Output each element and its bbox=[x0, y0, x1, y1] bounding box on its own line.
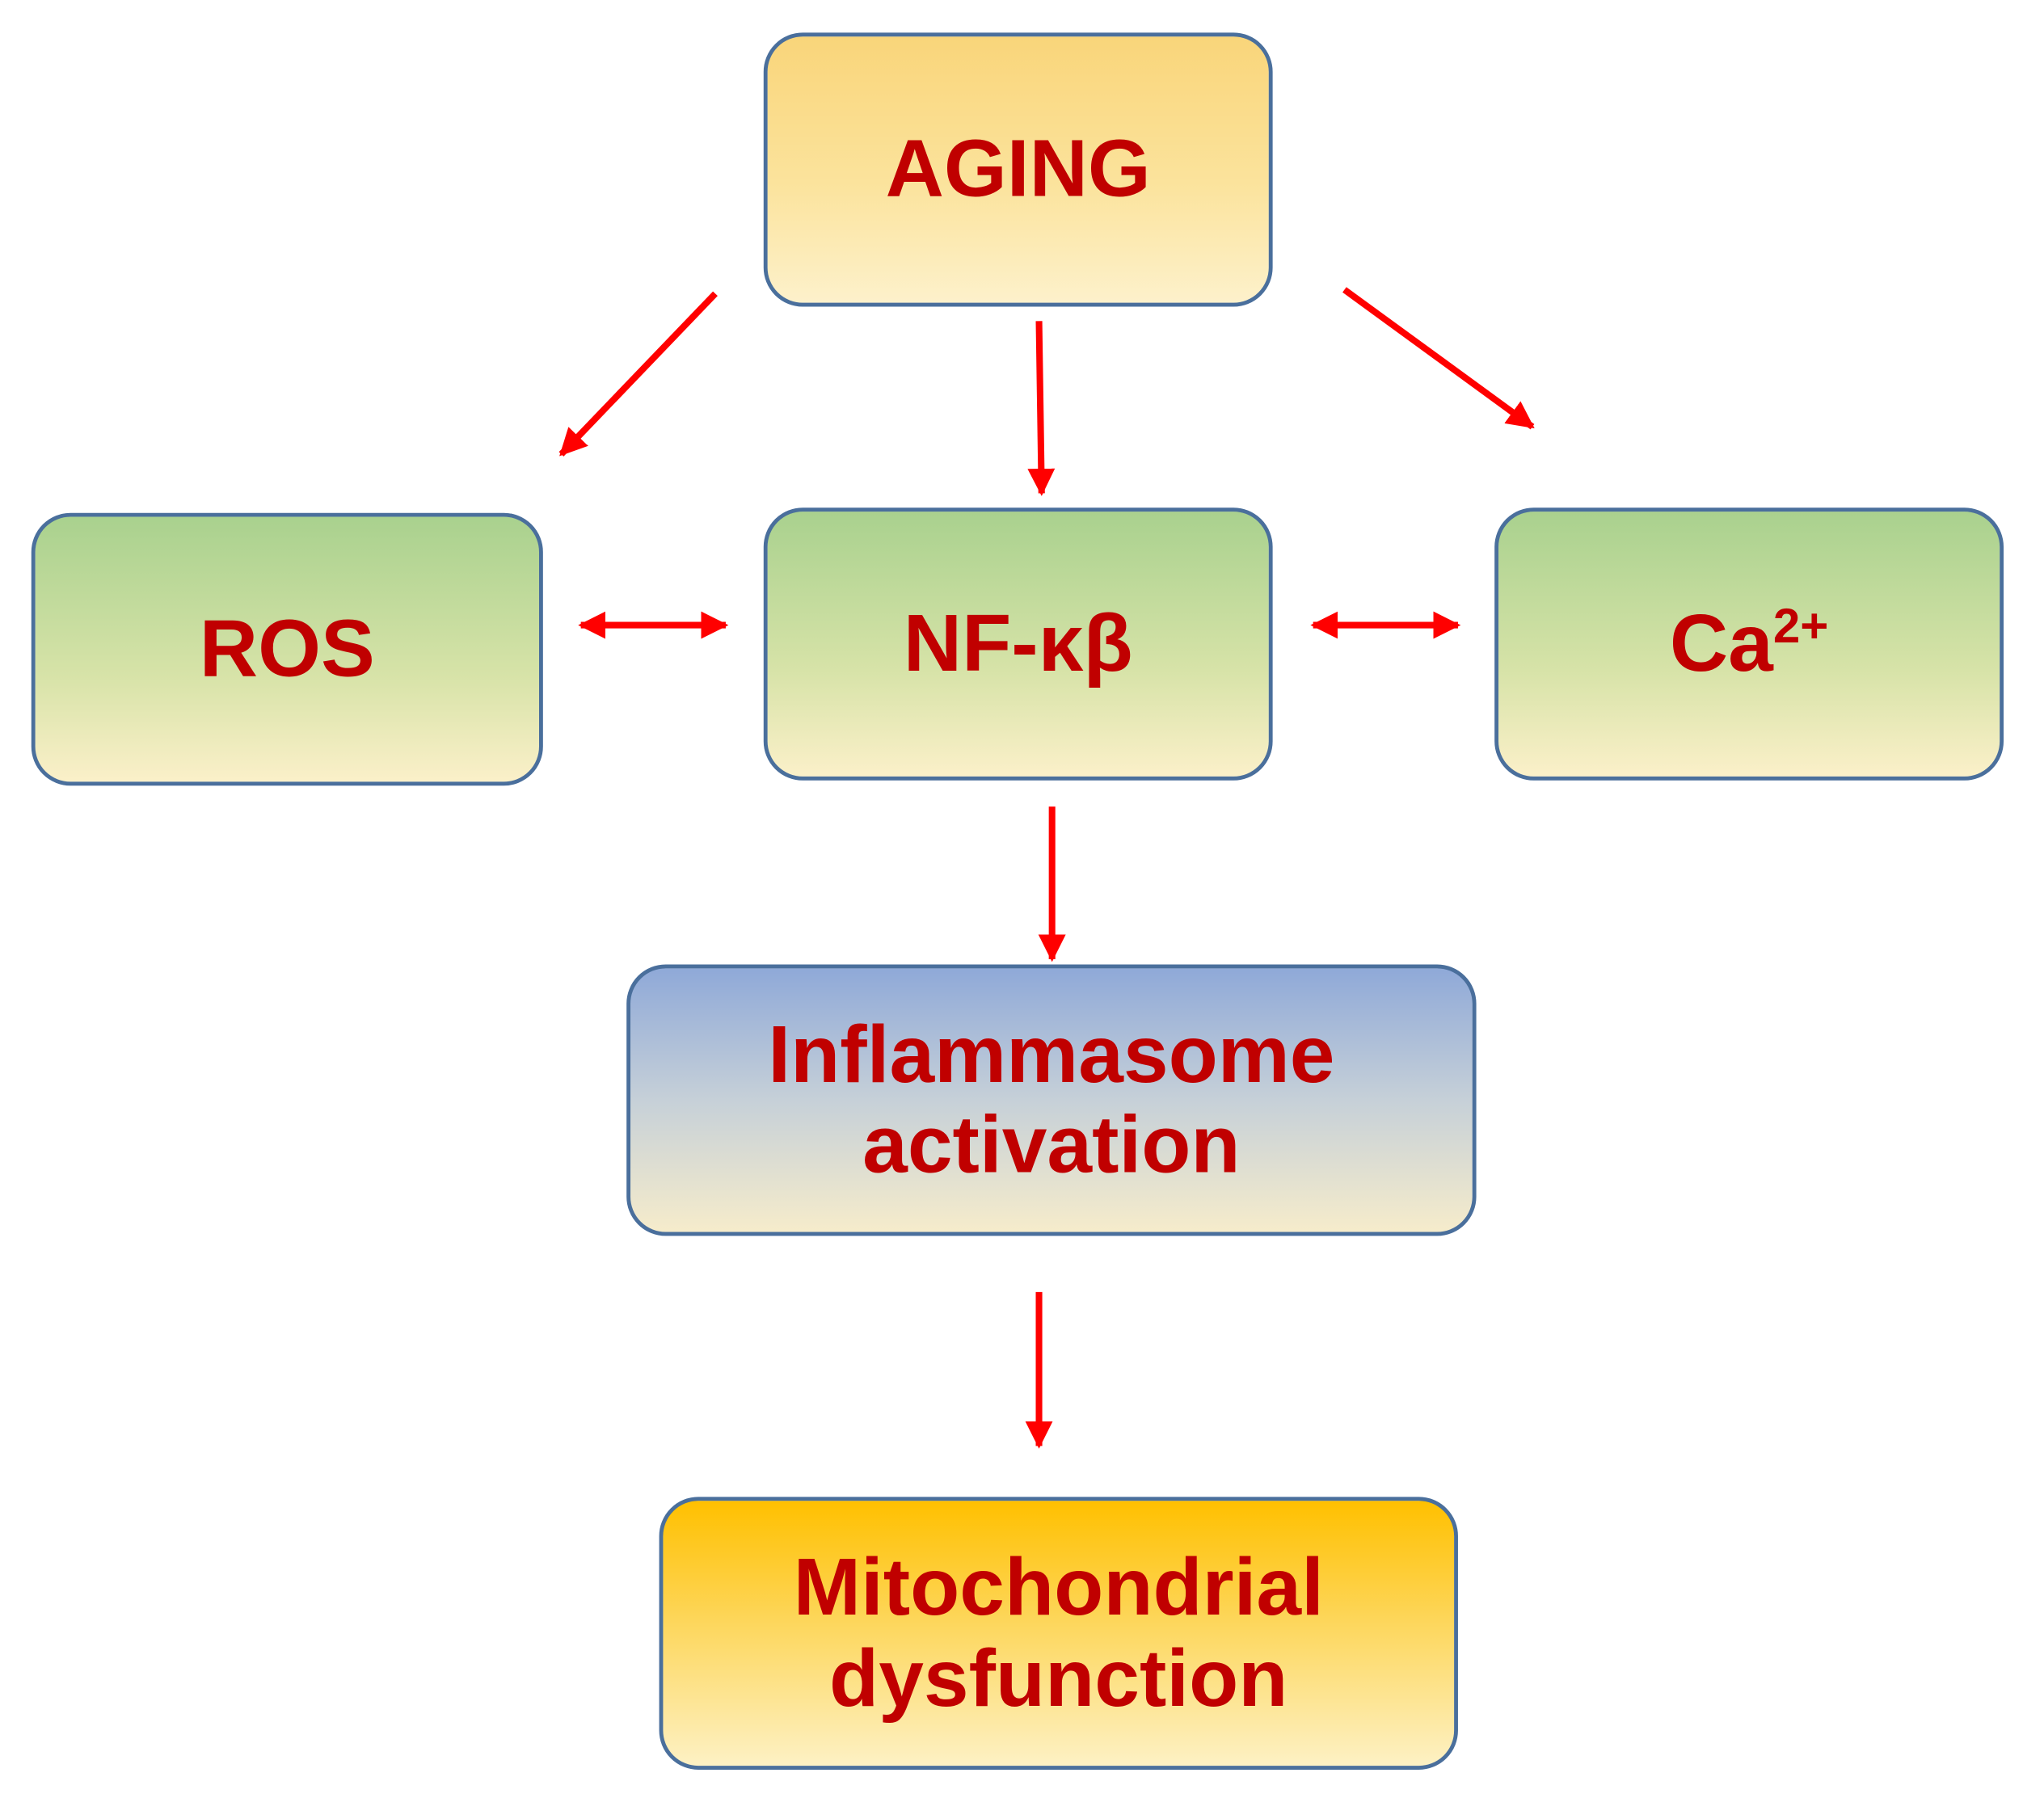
node-mitochondrial-line1: Mitochondrial bbox=[793, 1543, 1324, 1633]
node-inflammasome-line1: Inflammasome bbox=[768, 1009, 1335, 1100]
node-inflammasome-line2: activation bbox=[862, 1100, 1241, 1190]
node-aging-label: AGING bbox=[885, 124, 1151, 215]
node-aging: AGING bbox=[763, 32, 1273, 307]
node-mitochondrial: Mitochondrial dysfunction bbox=[659, 1497, 1458, 1770]
arrow-aging-to-calcium bbox=[1342, 287, 1535, 430]
node-ros: ROS bbox=[31, 512, 543, 786]
node-nfkb-label: NF-κβ bbox=[903, 598, 1133, 689]
node-calcium: Ca2+ bbox=[1494, 507, 2004, 781]
arrow-aging-to-ros bbox=[558, 291, 718, 457]
node-ros-label: ROS bbox=[199, 604, 375, 694]
node-mitochondrial-line2: dysfunction bbox=[829, 1633, 1288, 1724]
node-calcium-label: Ca2+ bbox=[1670, 599, 1829, 689]
node-inflammasome: Inflammasome activation bbox=[626, 964, 1477, 1236]
arrow-aging-to-nfkb bbox=[1027, 321, 1056, 496]
node-nfkb: NF-κβ bbox=[763, 507, 1273, 781]
node-calcium-symbol: Ca bbox=[1669, 598, 1773, 689]
node-calcium-charge: 2+ bbox=[1772, 597, 1829, 653]
